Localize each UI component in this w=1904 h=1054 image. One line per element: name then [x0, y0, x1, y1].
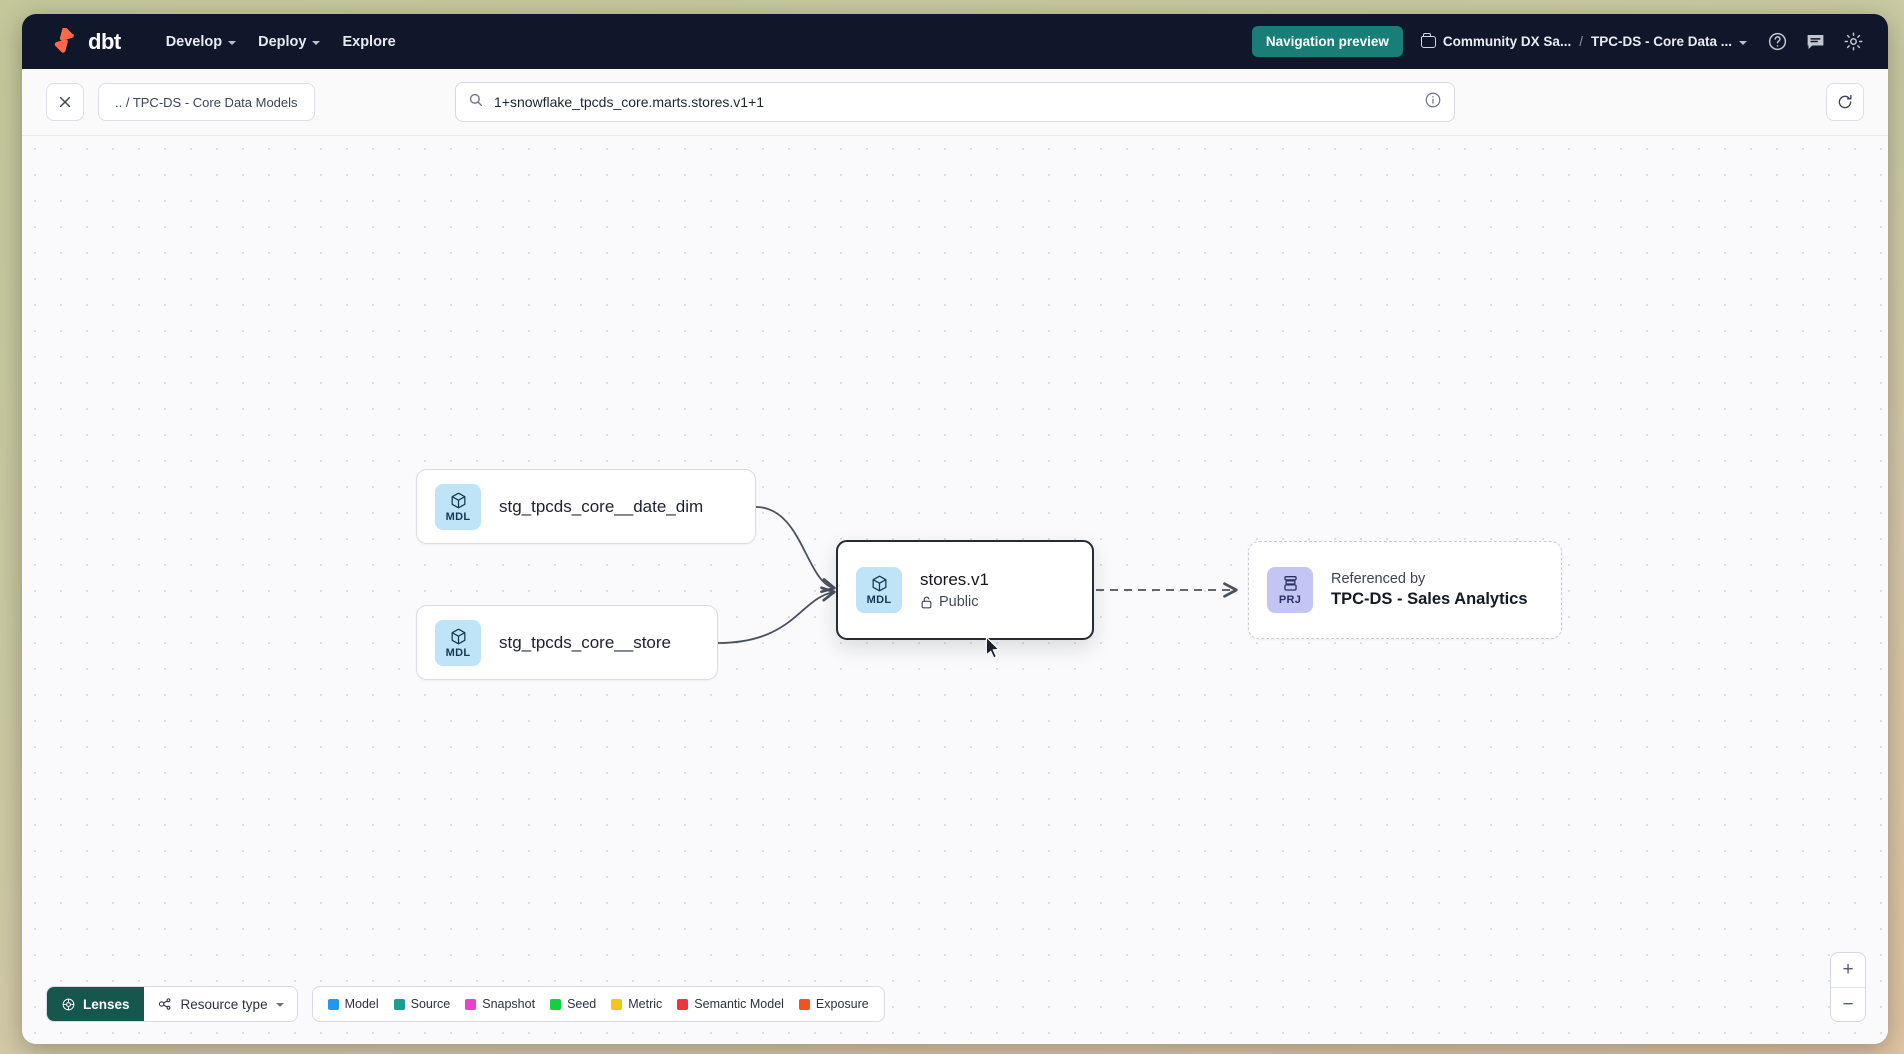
node-access: Public [920, 594, 989, 610]
info-circle-icon[interactable] [1424, 91, 1442, 114]
mouse-cursor [985, 636, 1002, 665]
legend-label: Source [411, 997, 451, 1011]
legend-item: Seed [550, 997, 596, 1011]
cube-icon [449, 491, 468, 510]
breadcrumb: Community DX Sa... / TPC-DS - Core Data … [1421, 34, 1747, 49]
close-lineage-button[interactable] [46, 83, 84, 121]
node-type-label: MDL [867, 594, 892, 606]
breadcrumb-project[interactable]: TPC-DS - Core Data ... [1591, 34, 1747, 49]
node-type-badge: MDL [435, 484, 481, 530]
resource-type-legend: Model Source Snapshot Seed Metric [312, 986, 885, 1022]
refresh-button[interactable] [1826, 83, 1864, 121]
project-icon [1281, 574, 1300, 593]
lenses-label: Lenses [83, 997, 130, 1012]
legend-swatch [611, 999, 622, 1010]
legend-label: Semantic Model [694, 997, 784, 1011]
node-title: stores.v1 [920, 570, 989, 590]
legend-item: Semantic Model [677, 997, 784, 1011]
edge-date-dim-to-stores [756, 507, 834, 588]
search-input[interactable] [494, 94, 1424, 110]
chevron-down-icon [1739, 41, 1747, 45]
header-icon-group [1767, 31, 1870, 52]
legend-item: Exposure [799, 997, 869, 1011]
node-type-badge: MDL [435, 620, 481, 666]
legend-label: Exposure [816, 997, 869, 1011]
legend-label: Snapshot [482, 997, 535, 1011]
lineage-bottom-bar: Lenses Resource type Model [46, 986, 885, 1022]
nav-item-develop[interactable]: Develop [155, 27, 247, 57]
legend-swatch [677, 999, 688, 1010]
legend-label: Model [345, 997, 379, 1011]
legend-item: Snapshot [465, 997, 535, 1011]
folder-icon [1421, 36, 1436, 48]
node-title: TPC-DS - Sales Analytics [1331, 590, 1528, 609]
zoom-controls: + − [1830, 952, 1866, 1022]
chevron-down-icon [228, 41, 236, 45]
legend-item: Metric [611, 997, 662, 1011]
top-navigation-bar: dbt Develop Deploy Explore Navigation pr… [22, 14, 1888, 69]
lineage-node-selected[interactable]: MDL stores.v1 Public [836, 540, 1094, 640]
node-title: stg_tpcds_core__date_dim [499, 497, 703, 517]
resource-type-dropdown[interactable]: Resource type [144, 987, 297, 1021]
search-icon [468, 92, 484, 113]
feedback-icon[interactable] [1805, 31, 1826, 52]
breadcrumb-account[interactable]: Community DX Sa... [1421, 34, 1571, 49]
breadcrumb-account-label: Community DX Sa... [1443, 34, 1571, 49]
unlock-icon [920, 595, 933, 610]
browser-window: dbt Develop Deploy Explore Navigation pr… [22, 14, 1888, 1044]
lineage-node-model[interactable]: MDL stg_tpcds_core__store [416, 605, 718, 680]
edge-store-to-stores [718, 592, 834, 643]
node-title: stg_tpcds_core__store [499, 633, 671, 653]
node-type-label: MDL [446, 511, 471, 523]
node-type-badge: PRJ [1267, 567, 1313, 613]
legend-swatch [799, 999, 810, 1010]
lineage-node-project[interactable]: PRJ Referenced by TPC-DS - Sales Analyti… [1248, 541, 1562, 639]
chevron-down-icon [276, 1003, 284, 1007]
nav-item-deploy-label: Deploy [258, 34, 306, 50]
node-access-label: Public [939, 594, 979, 610]
cube-icon [449, 627, 468, 646]
nav-item-explore[interactable]: Explore [331, 27, 406, 57]
zoom-in-button[interactable]: + [1831, 953, 1865, 987]
legend-swatch [550, 999, 561, 1010]
zoom-out-button[interactable]: − [1831, 987, 1865, 1021]
help-circle-icon[interactable] [1767, 31, 1788, 52]
lineage-search[interactable] [455, 82, 1455, 122]
dbt-logo-icon [52, 28, 79, 55]
lineage-canvas[interactable]: MDL stg_tpcds_core__date_dim MDL stg_tpc… [22, 136, 1888, 1044]
breadcrumb-chip[interactable]: .. / TPC-DS - Core Data Models [98, 83, 315, 121]
node-kicker: Referenced by [1331, 571, 1528, 587]
legend-label: Seed [567, 997, 596, 1011]
lineage-node-model[interactable]: MDL stg_tpcds_core__date_dim [416, 469, 756, 544]
lenses-group: Lenses Resource type [46, 986, 298, 1022]
node-type-badge: MDL [856, 567, 902, 613]
dbt-logo[interactable]: dbt [40, 28, 121, 55]
node-type-label: MDL [446, 647, 471, 659]
breadcrumb-project-label: TPC-DS - Core Data ... [1591, 34, 1732, 49]
legend-swatch [465, 999, 476, 1010]
navigation-preview-button[interactable]: Navigation preview [1252, 26, 1403, 57]
nav-item-develop-label: Develop [166, 34, 222, 50]
cube-icon [870, 574, 889, 593]
legend-item: Source [394, 997, 451, 1011]
legend-swatch [394, 999, 405, 1010]
lens-icon [61, 997, 76, 1012]
nav-item-explore-label: Explore [342, 34, 395, 50]
resource-type-label: Resource type [181, 997, 268, 1012]
lineage-toolbar: .. / TPC-DS - Core Data Models [22, 69, 1888, 136]
resource-type-icon [157, 996, 173, 1012]
gear-icon[interactable] [1843, 31, 1864, 52]
breadcrumb-separator: / [1579, 34, 1583, 49]
legend-label: Metric [628, 997, 662, 1011]
nav-item-deploy[interactable]: Deploy [247, 27, 331, 57]
dbt-wordmark: dbt [88, 29, 121, 55]
lenses-button[interactable]: Lenses [47, 987, 144, 1021]
legend-swatch [328, 999, 339, 1010]
node-type-label: PRJ [1279, 594, 1301, 606]
chevron-down-icon [312, 41, 320, 45]
legend-item: Model [328, 997, 379, 1011]
